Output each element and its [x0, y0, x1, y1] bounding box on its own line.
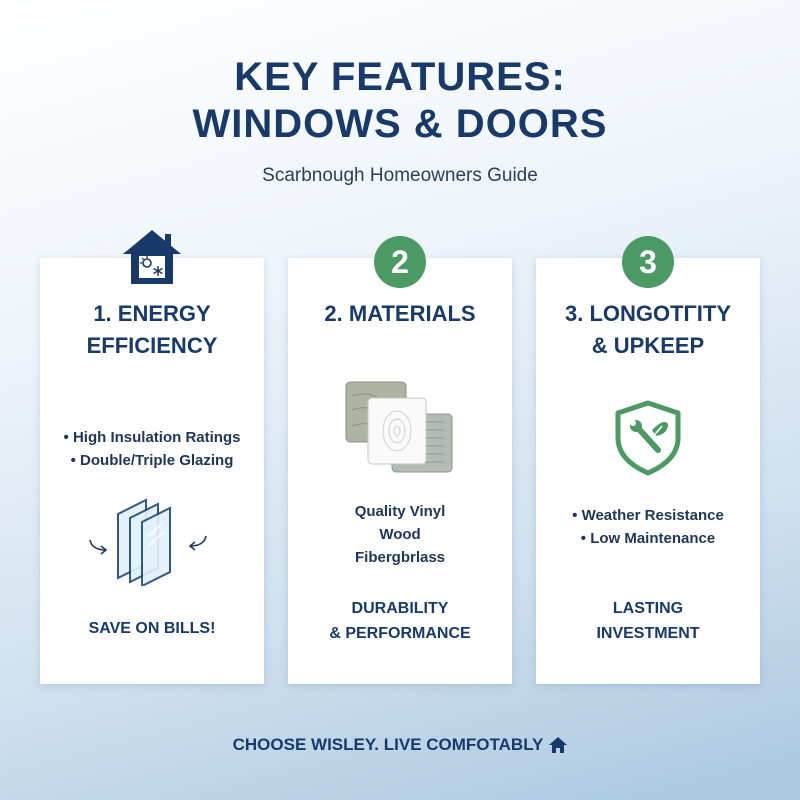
- card-tagline: SAVE ON BILLS!: [88, 620, 216, 637]
- list-item: Weather Resistance: [536, 504, 760, 527]
- footer-text: CHOOSE WISLEY. LIVE COMFOTABLY: [232, 735, 544, 754]
- card-title: 1. ENERGY EFFICIENCY: [86, 301, 218, 358]
- title-line-2: WINDOWS & DOORS: [192, 102, 608, 146]
- glass-panes-icon: [84, 496, 224, 586]
- feature-bullets: High Insulation Ratings Double/Triple Gl…: [40, 426, 264, 472]
- house-sun-snowflake-icon: [121, 228, 183, 286]
- feature-card-materials: 2. MATERIALS: [288, 258, 512, 684]
- card-title: 3. LONGOTΓITY & UPKEEP: [564, 301, 731, 358]
- feature-card-energy-efficiency: 1. ENERGY EFFICIENCY High Insulation Rat…: [40, 258, 264, 684]
- page-title: KEY FEATURES: WINDOWS & DOORS: [0, 54, 800, 148]
- shield-wrench-leaf-icon: [612, 400, 684, 476]
- list-item: Wood: [379, 526, 421, 543]
- card-tagline: LASTING INVESTMENT: [596, 600, 700, 642]
- list-item: Quality Vinyl: [354, 503, 446, 520]
- material-swatches-icon: [340, 376, 460, 476]
- materials-list: Quality Vinyl Wood Fibergbrlass: [288, 500, 512, 569]
- page-subtitle: Scarbnough Homeowners Guide: [262, 165, 538, 186]
- feature-card-longevity: 3. LONGOTΓITY & UPKEEP Weather Resistanc…: [536, 258, 760, 684]
- card-title: 2. MATERIALS: [324, 301, 476, 326]
- step-badge-2: 2: [374, 236, 426, 288]
- list-item: Low Maintenance: [536, 527, 760, 550]
- list-item: Double/Triple Glazing: [40, 449, 264, 472]
- step-badge-3: 3: [622, 236, 674, 288]
- title-line-1: KEY FEATURES:: [234, 55, 566, 99]
- feature-bullets: Weather Resistance Low Maintenance: [536, 504, 760, 550]
- home-icon: [549, 737, 568, 753]
- list-item: Fibergbrlass: [354, 549, 446, 566]
- list-item: High Insulation Ratings: [40, 426, 264, 449]
- card-tagline: DURABILITY & PERFORMANCE: [329, 600, 471, 642]
- footer-slogan: CHOOSE WISLEY. LIVE COMFOTABLY: [0, 735, 800, 755]
